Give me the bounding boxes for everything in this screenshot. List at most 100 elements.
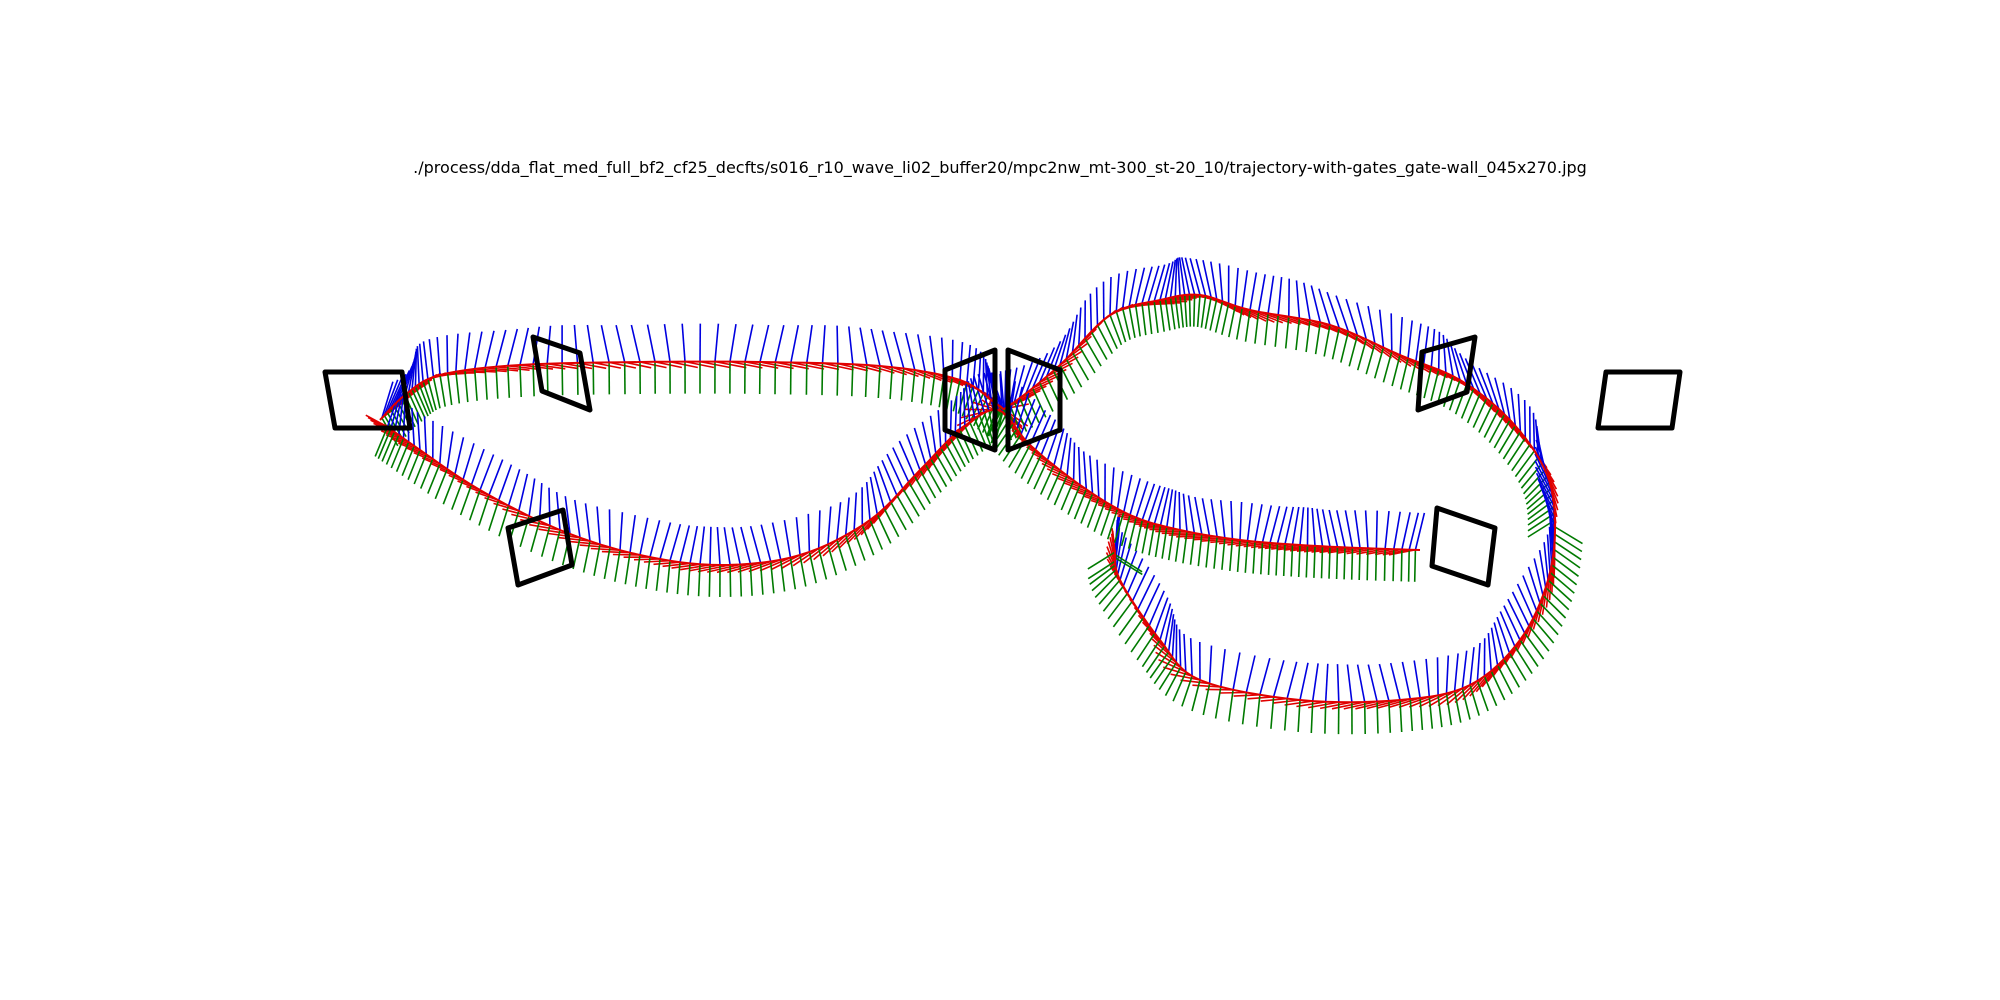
axis-y-tick: [1466, 393, 1481, 424]
axis-x-tick: [671, 563, 701, 569]
axis-z-tick: [1174, 258, 1178, 297]
axis-x-tick: [1032, 374, 1060, 389]
axis-z-tick: [1201, 498, 1211, 536]
axis-z-tick: [904, 332, 916, 371]
axis-y-tick: [1193, 294, 1196, 327]
axis-z-tick: [749, 525, 762, 564]
axis-z-tick: [1437, 331, 1441, 370]
axis-y-tick: [697, 564, 701, 597]
axis-y-tick: [546, 363, 549, 396]
axis-z-tick: [446, 335, 449, 374]
axis-z-tick: [1116, 537, 1127, 575]
axis-y-tick: [488, 500, 500, 532]
axis-y-tick: [1488, 414, 1506, 443]
axis-y-tick: [1087, 560, 1116, 580]
axis-z-tick: [1336, 510, 1346, 548]
axis-z-tick: [1286, 661, 1298, 699]
axis-y-tick: [1419, 697, 1424, 730]
axis-z-tick: [416, 346, 420, 385]
axis-z-tick: [905, 434, 921, 471]
axis-x-tick: [803, 543, 829, 564]
axis-z-tick: [1546, 534, 1551, 573]
axis-x-tick: [1343, 700, 1378, 710]
axis-z-tick: [1016, 392, 1030, 430]
axis-z-tick: [1195, 258, 1207, 297]
axis-y-tick: [1107, 592, 1129, 620]
axis-z-tick: [1031, 352, 1049, 389]
axis-z-tick: [1478, 367, 1494, 404]
axis-z-tick: [881, 459, 898, 496]
axis-y-tick: [739, 564, 743, 597]
axis-y-tick: [442, 474, 456, 505]
axis-y-tick: [1169, 297, 1176, 330]
axis-x-tick: [568, 540, 601, 546]
axis-z-tick: [972, 348, 978, 387]
axis-y-tick: [877, 365, 881, 399]
axis-z-tick: [859, 327, 868, 366]
axis-x-tick: [680, 564, 711, 571]
axis-z-tick: [1096, 459, 1100, 498]
axis-z-tick: [564, 496, 571, 534]
axis-z-tick: [1134, 267, 1146, 305]
axis-z-tick: [538, 483, 543, 522]
axis-z-tick: [386, 376, 403, 413]
axis-y-tick: [946, 377, 954, 410]
axis-z-tick: [731, 527, 741, 565]
axis-y-tick: [1313, 545, 1316, 578]
axis-z-tick: [1367, 664, 1378, 702]
axis-z-tick: [1123, 474, 1133, 513]
axis-z-tick: [817, 510, 821, 549]
axis-x-tick: [1311, 546, 1346, 553]
axis-z-tick: [689, 525, 699, 564]
axis-y-tick: [551, 529, 561, 562]
axis-y-tick: [1284, 316, 1290, 349]
axis-z-tick: [898, 440, 916, 477]
gate-1: [322, 369, 413, 431]
axis-y-tick: [498, 505, 510, 537]
axis-z-tick: [659, 522, 672, 560]
axis-z-tick: [488, 459, 504, 496]
axis-y-tick: [1254, 311, 1260, 344]
axis-y-tick: [1430, 369, 1440, 401]
axis-y-tick: [1366, 548, 1369, 581]
gate-4: [942, 347, 998, 453]
axis-z-tick: [528, 478, 536, 517]
axis-z-tick: [886, 453, 904, 490]
axis-z-tick: [1494, 377, 1506, 415]
axis-y-tick: [1020, 449, 1037, 479]
axis-y-tick: [1514, 450, 1536, 478]
axis-z-tick: [1354, 510, 1361, 549]
axis-z-tick: [1189, 638, 1193, 677]
axis-y-tick: [1164, 666, 1182, 696]
axis-z-tick: [411, 351, 417, 390]
axis-y-tick: [1204, 297, 1212, 329]
axis-z-tick: [1453, 653, 1459, 692]
axis-y-tick: [954, 433, 970, 464]
axis-y-tick: [540, 525, 551, 557]
axis-y-tick: [836, 363, 839, 396]
axis-z-tick: [1045, 341, 1062, 377]
axis-y-tick: [1109, 314, 1123, 346]
axis-z-tick: [723, 527, 731, 566]
axis-y-tick: [1551, 564, 1578, 586]
axis-z-tick: [1171, 619, 1176, 658]
axis-y-tick: [1189, 532, 1196, 565]
axis-z-tick: [1095, 287, 1099, 326]
axis-x-tick: [662, 562, 691, 568]
axis-z-tick: [436, 337, 441, 376]
axis-z-tick: [892, 447, 910, 483]
axis-y-tick: [561, 363, 564, 396]
axis-y-tick: [645, 557, 651, 589]
axis-y-tick: [422, 381, 434, 413]
axis-z-tick: [1414, 512, 1426, 551]
axis-y-tick: [519, 364, 522, 398]
axis-x-tick: [1155, 651, 1182, 668]
axis-y-tick: [1244, 309, 1251, 342]
axis-y-tick: [930, 373, 936, 406]
axis-y-tick: [1331, 327, 1341, 360]
axis-y-tick: [1320, 546, 1324, 579]
axis-y-tick: [439, 374, 446, 407]
axis-z-tick: [1183, 633, 1187, 672]
axis-y-tick: [1549, 571, 1575, 594]
axis-y-tick: [1392, 549, 1395, 582]
